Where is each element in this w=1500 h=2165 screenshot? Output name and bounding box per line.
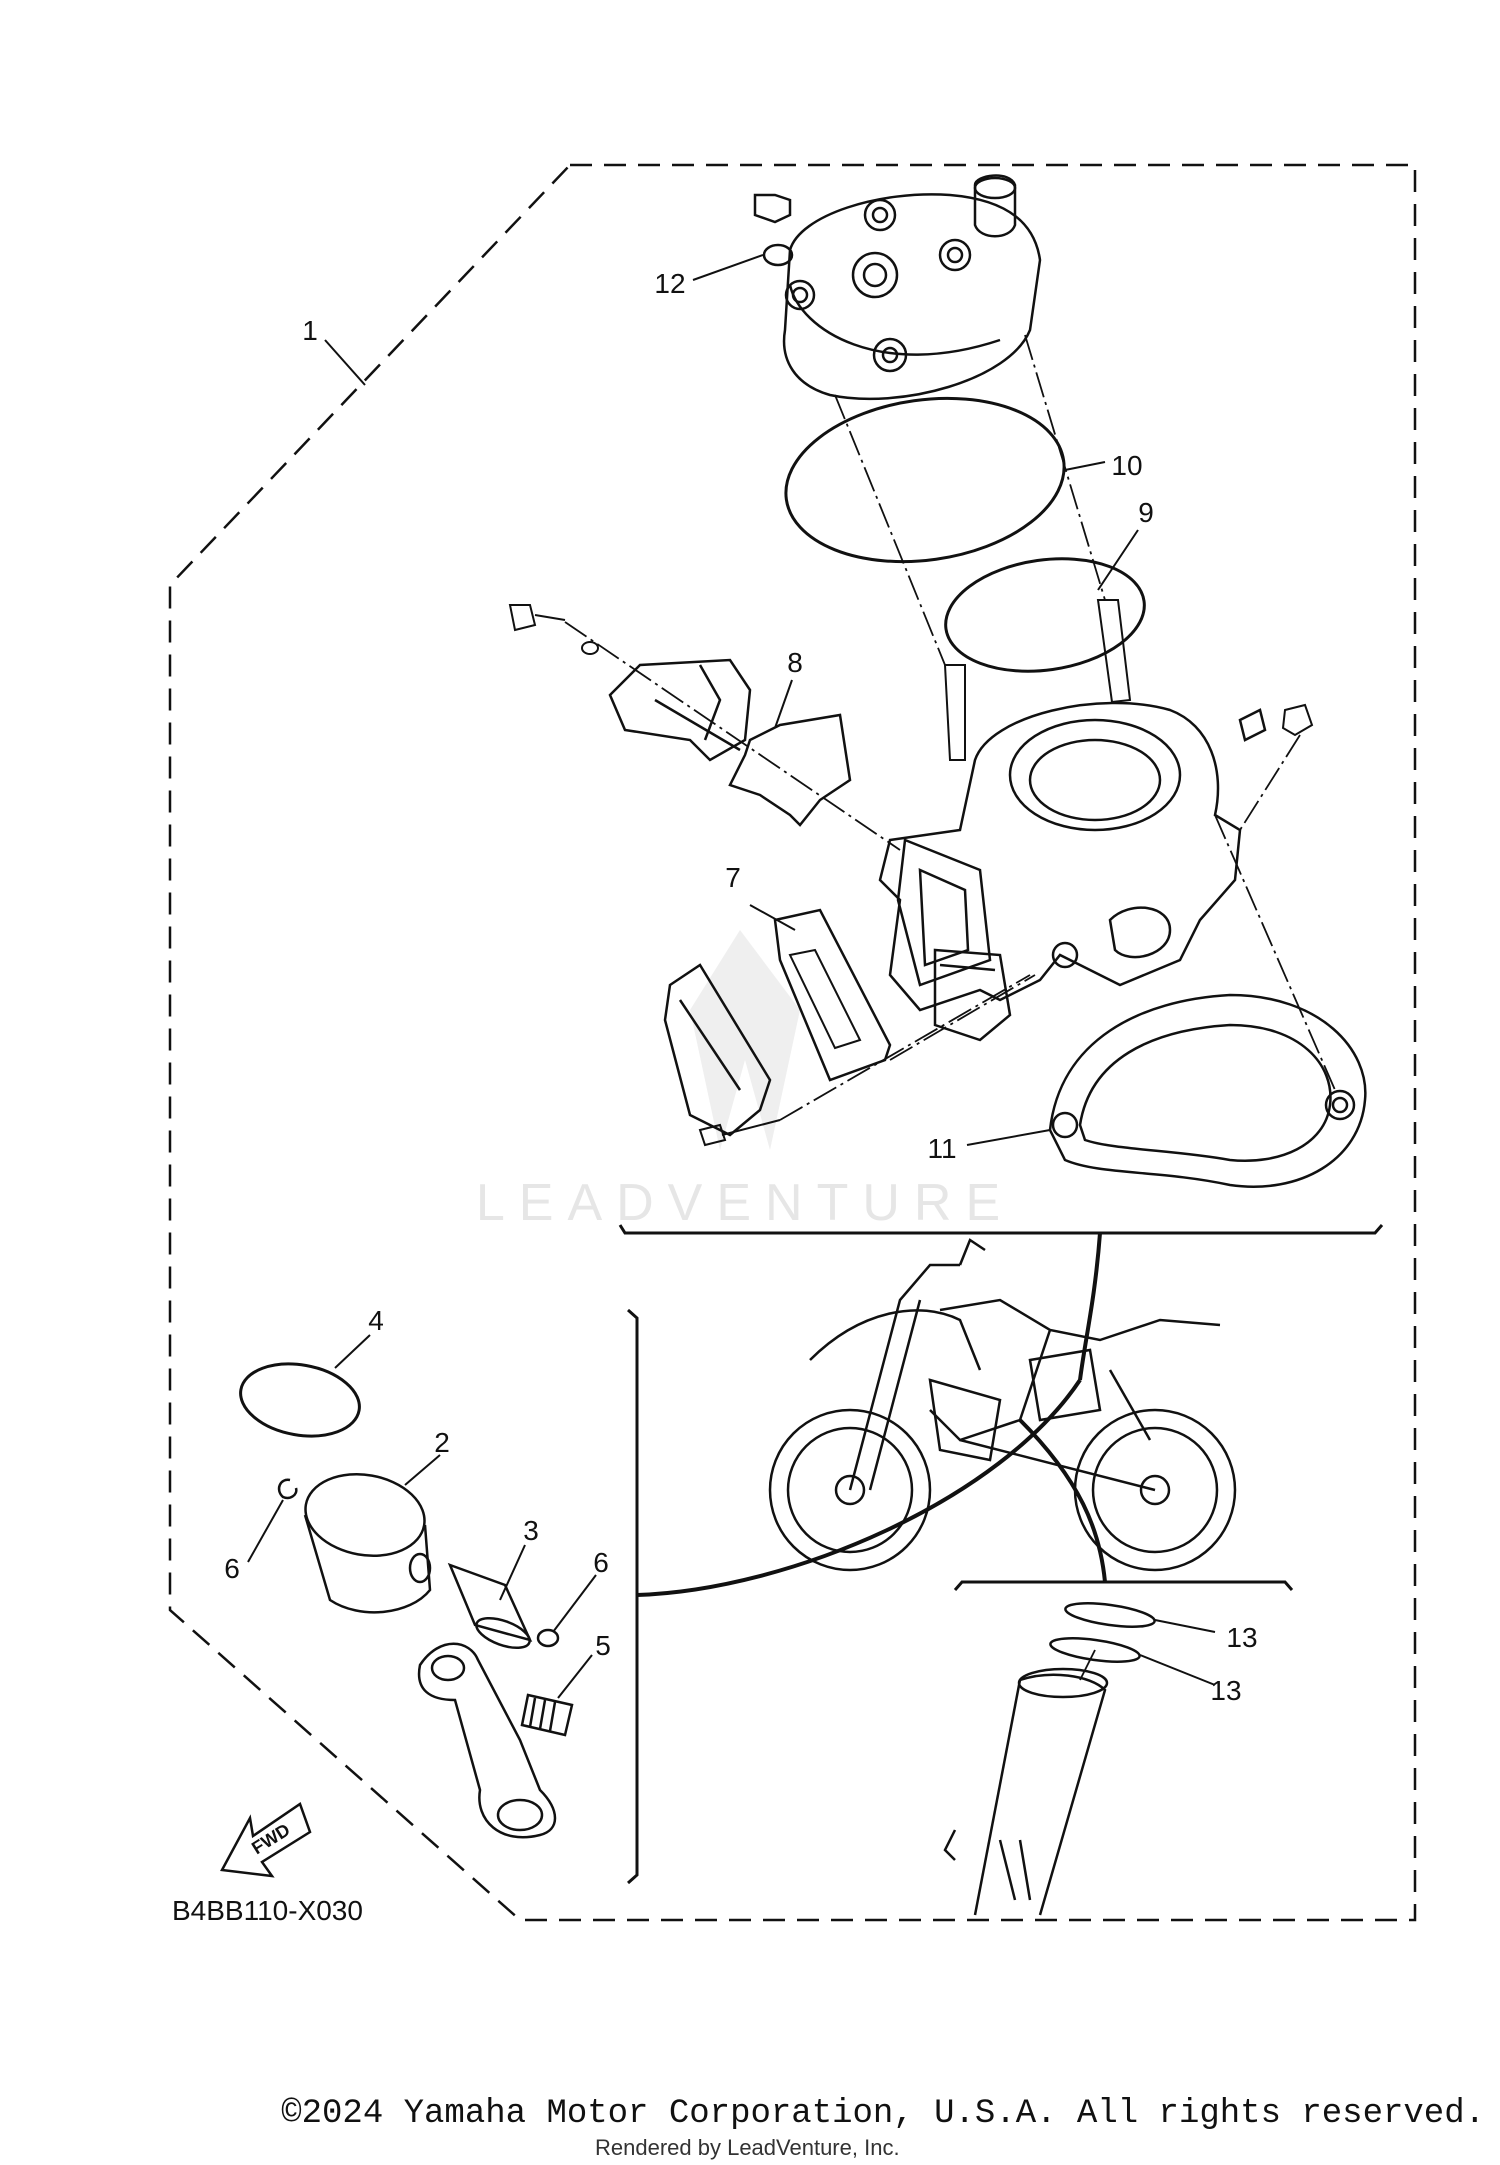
exhaust-flange [933,948,1012,1042]
bolt-upper [508,604,599,655]
circlip-6-right [536,1628,560,1648]
circlip-6-left [277,1478,298,1500]
gasket-7 [773,908,892,1082]
piston-pin-3 [447,1562,533,1650]
callout-6-left: 6 [224,1553,240,1584]
callout-4: 4 [368,1305,384,1336]
callout-12: 12 [654,268,685,299]
nut-right [1281,703,1314,737]
exhaust-valve-cover [608,658,752,762]
o-ring-13-lower [1049,1637,1141,1663]
callout-13-lower: 13 [1210,1675,1241,1706]
callout-9: 9 [1138,497,1154,528]
callout-13-upper: 13 [1226,1622,1257,1653]
piston-2 [303,1473,432,1614]
bolt-lower [698,1119,781,1147]
o-ring-13-upper [1064,1602,1156,1628]
copyright-notice: ©2024 Yamaha Motor Corporation, U.S.A. A… [281,2095,1485,2133]
callout-2: 2 [434,1427,450,1458]
callout-8: 8 [787,647,803,678]
assembly-guide-lines [564,334,1336,1121]
callout-10: 10 [1111,450,1142,481]
callouts: 1 2 3 4 5 6 6 7 8 9 10 11 12 13 13 [224,268,1257,1706]
cylinder-body [878,701,1267,1012]
fork-section-bracket [953,1580,1294,1591]
piston-ring-4 [239,1362,361,1438]
fork-tube [943,1667,1109,1916]
diagram-code: B4BB110-X030 [172,1895,363,1926]
cylinder-head [753,174,1042,401]
watermark: LEADVENTURE [476,930,1014,1232]
leader-lines [247,254,1216,1699]
callout-3: 3 [523,1515,539,1546]
reed-cover [663,963,772,1137]
motorcycle-illustration [768,1238,1237,1572]
cylinder-section-bracket [618,1224,1384,1235]
gasket-8 [728,713,852,827]
callout-1: 1 [302,315,318,346]
o-ring-9 [944,557,1146,673]
fwd-arrow-icon: FWD [220,1802,312,1878]
callout-6-right: 6 [593,1547,609,1578]
connector-curves [636,1232,1107,1597]
o-ring-10 [784,396,1066,564]
base-gasket-11 [1048,993,1367,1188]
connecting-rod [417,1642,557,1839]
cylinder-studs [943,599,1132,761]
watermark-text: LEADVENTURE [476,1174,1014,1232]
callout-11: 11 [927,1133,956,1164]
callout-5: 5 [595,1630,611,1661]
needle-bearing-5 [520,1693,574,1737]
washer-12 [762,243,794,267]
callout-7: 7 [725,862,741,893]
rendered-by-text: Rendered by LeadVenture, Inc. [595,2135,900,2160]
piston-section-bracket [627,1308,639,1885]
fork-guide-line [1079,1649,1096,1681]
